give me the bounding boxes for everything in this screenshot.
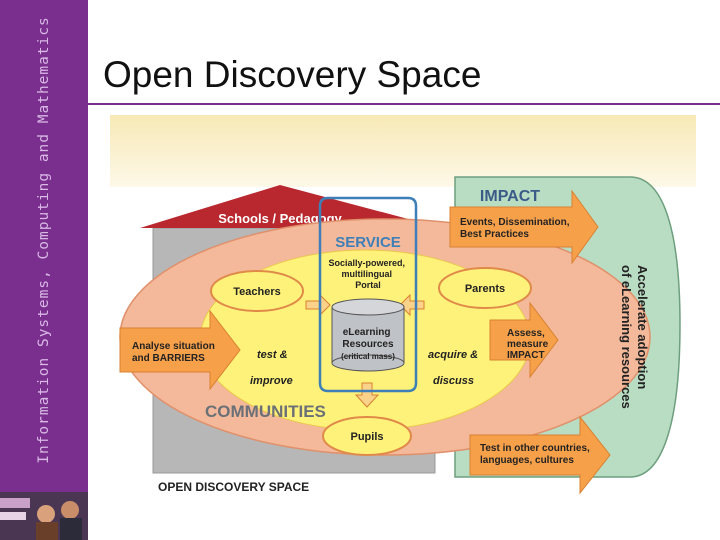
assess-arrow bbox=[489, 301, 559, 379]
ods-footer-label: OPEN DISCOVERY SPACE bbox=[158, 480, 309, 494]
teachers-label: Teachers bbox=[233, 286, 281, 298]
sidebar: Information Systems, Computing and Mathe… bbox=[0, 0, 88, 540]
page-title: Open Discovery Space bbox=[103, 54, 482, 95]
analyse-label: Analyse situation and BARRIERS bbox=[132, 341, 218, 364]
acquire-discuss-label: acquire & discuss bbox=[428, 349, 481, 387]
assess-label: Assess, measure IMPACT bbox=[507, 328, 551, 361]
portal-label: Socially-powered, multilingual Portal bbox=[328, 258, 407, 290]
events-arrow bbox=[449, 189, 599, 265]
pupils-oval bbox=[322, 416, 412, 456]
events-label: Events, Dissemination, Best Practices bbox=[460, 217, 572, 240]
school-roof bbox=[140, 185, 442, 228]
pupils-label: Pupils bbox=[350, 431, 383, 443]
elearning-database bbox=[331, 298, 405, 372]
communities-label: COMMUNITIES bbox=[205, 402, 326, 421]
parents-label: Parents bbox=[465, 283, 505, 295]
parents-connector bbox=[399, 293, 425, 317]
accelerate-label: Accelerate adoption of eLearning resourc… bbox=[619, 265, 650, 409]
test-other-label: Test in other countries, languages, cult… bbox=[480, 443, 593, 466]
test-other-arrow bbox=[469, 415, 611, 495]
resources-label: eLearning Resources bbox=[342, 327, 394, 350]
pupils-connector bbox=[354, 382, 380, 408]
sidebar-photo bbox=[0, 492, 88, 540]
analyse-arrow bbox=[119, 309, 241, 391]
test-improve-label: test & improve bbox=[250, 349, 293, 387]
impact-label: IMPACT bbox=[480, 188, 540, 205]
service-frame bbox=[318, 196, 418, 393]
resources-note: (critical mass) bbox=[341, 352, 395, 361]
sidebar-text: Information Systems, Computing and Mathe… bbox=[36, 16, 52, 464]
ods-diagram: Schools / Pedagogy IMPACT Events, Dissem… bbox=[110, 115, 696, 505]
service-label: SERVICE bbox=[335, 234, 401, 251]
title-divider bbox=[88, 103, 720, 105]
diagram-background bbox=[110, 115, 696, 187]
parents-oval bbox=[438, 267, 532, 309]
roof-label: Schools / Pedagogy bbox=[218, 211, 342, 226]
teachers-oval bbox=[210, 270, 304, 312]
